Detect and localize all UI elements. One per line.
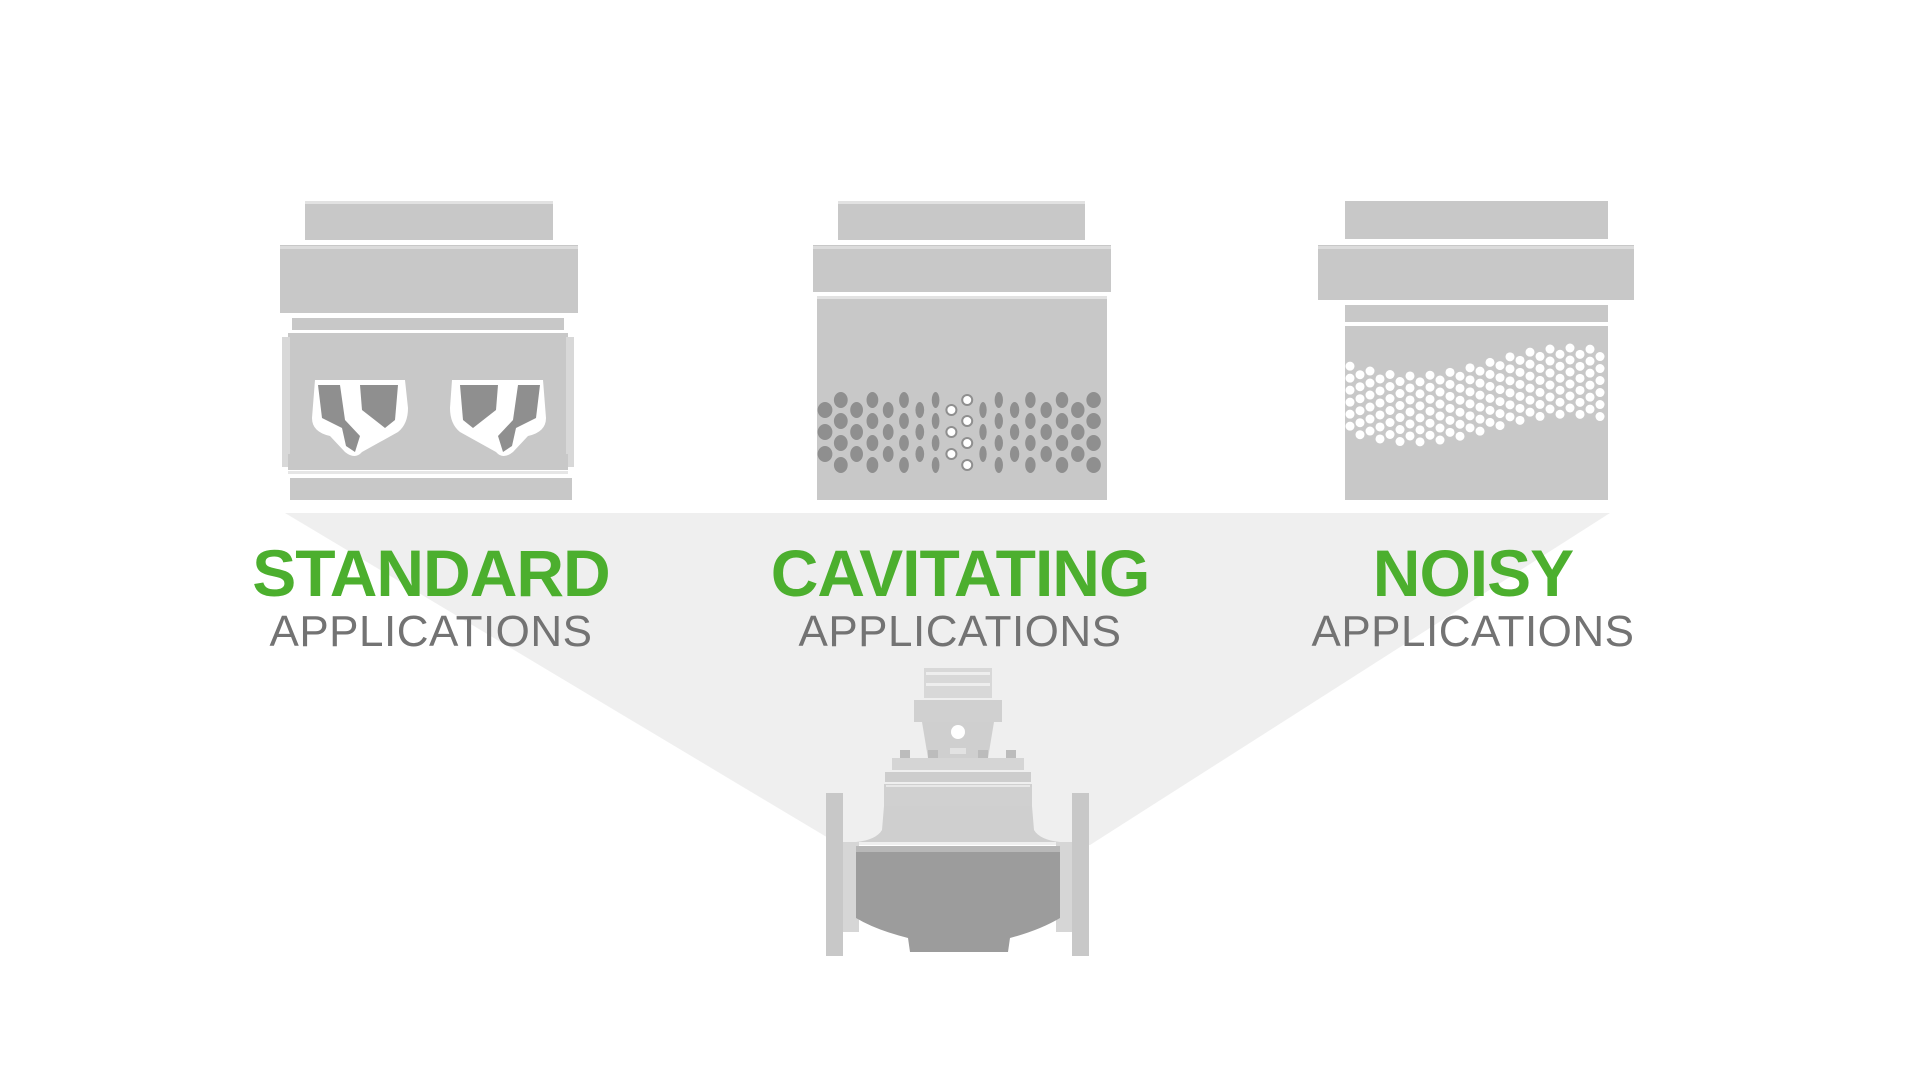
noisy-subtitle: APPLICATIONS [1311, 607, 1635, 656]
noisy-label: NOISY APPLICATIONS [1213, 540, 1733, 654]
cavitating-trim-icon [813, 201, 1111, 500]
cavitation-holes [817, 392, 1101, 473]
noisy-trim-icon [1318, 201, 1634, 500]
noise-attenuation-holes [1345, 343, 1605, 447]
standard-subtitle: APPLICATIONS [269, 607, 593, 656]
cavitating-subtitle: APPLICATIONS [798, 607, 1122, 656]
cavitating-title: CAVITATING [770, 536, 1151, 610]
control-valve-icon [826, 668, 1089, 956]
standard-title: STANDARD [252, 536, 610, 610]
cavitating-label: CAVITATING APPLICATIONS [700, 540, 1220, 654]
standard-trim-icon [280, 201, 578, 500]
standard-label: STANDARD APPLICATIONS [171, 540, 691, 654]
noisy-title: NOISY [1372, 536, 1574, 610]
